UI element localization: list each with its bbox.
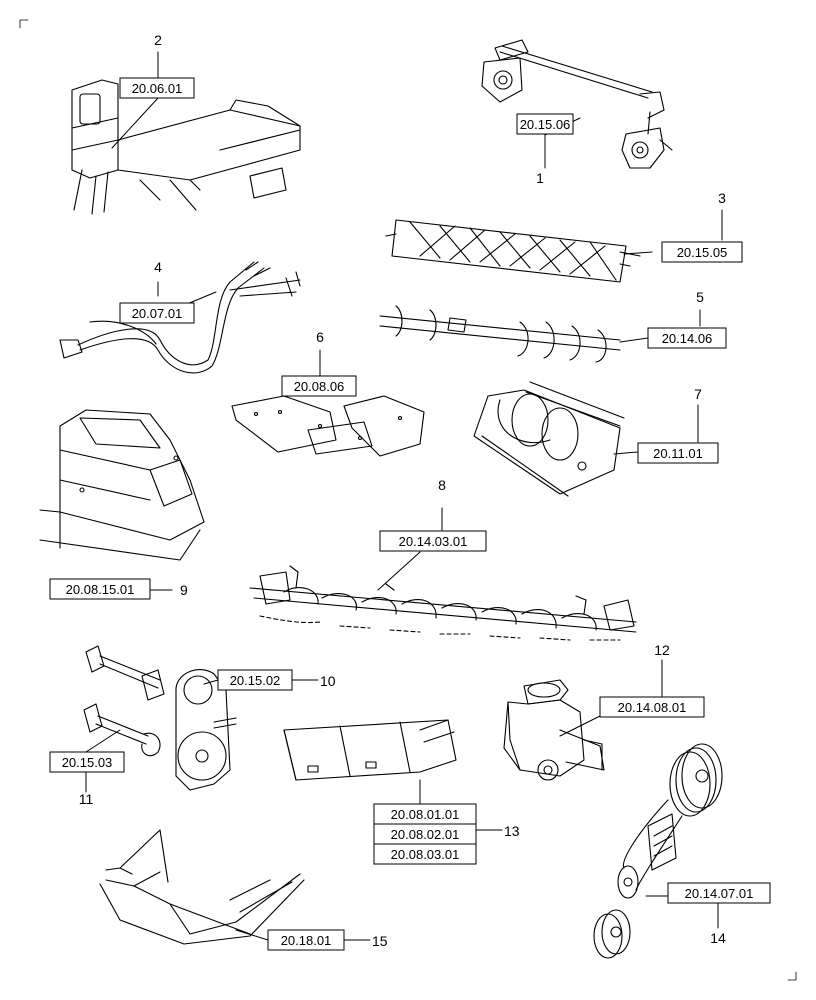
reference-box-20-15-06[interactable]: 20.15.06 xyxy=(516,113,574,135)
reference-box-20-11-01[interactable]: 20.11.01 xyxy=(637,442,719,464)
reference-label: 20.15.03 xyxy=(62,755,113,770)
part-13-shields-drawing xyxy=(283,719,457,781)
part-2-frame-bracket-drawing xyxy=(71,79,301,215)
callout-number-6: 6 xyxy=(316,329,324,345)
reference-label: 20.14.06 xyxy=(662,331,713,346)
leader-lines xyxy=(85,51,723,941)
reference-label: 20.18.01 xyxy=(281,933,332,948)
corner-mark-top-left xyxy=(19,19,29,29)
part-15-divider-drawing xyxy=(99,829,305,945)
reference-label: 20.08.06 xyxy=(294,379,345,394)
callout-number-12: 12 xyxy=(654,642,670,658)
part-1-linkage-drawing xyxy=(481,39,673,169)
part-3-roller-drawing xyxy=(385,219,641,283)
reference-label: 20.08.01.01 xyxy=(391,807,460,822)
reference-box-20-08-02-01[interactable]: 20.08.02.01 xyxy=(373,823,477,845)
corner-mark-bottom-right xyxy=(787,971,797,981)
part-7-conditioner-drawing xyxy=(473,381,625,497)
reference-label: 20.14.03.01 xyxy=(399,534,468,549)
reference-label: 20.11.01 xyxy=(653,446,703,461)
callout-number-11: 11 xyxy=(79,791,94,807)
reference-box-20-15-03[interactable]: 20.15.03 xyxy=(49,751,125,773)
reference-box-20-18-01[interactable]: 20.18.01 xyxy=(267,929,345,951)
part-10-11-driveshafts-gearbox-drawing xyxy=(83,645,237,791)
part-14-pulleys-belt-drawing xyxy=(593,743,723,959)
reference-label: 20.07.01 xyxy=(132,306,183,321)
callout-number-13: 13 xyxy=(504,823,520,839)
part-6-plates-drawing xyxy=(231,395,425,457)
reference-box-20-08-03-01[interactable]: 20.08.03.01 xyxy=(373,843,477,865)
callout-number-7: 7 xyxy=(694,386,702,402)
reference-label: 20.14.08.01 xyxy=(618,700,687,715)
callout-number-2: 2 xyxy=(154,32,162,48)
reference-label: 20.15.05 xyxy=(677,245,728,260)
callout-number-3: 3 xyxy=(718,190,726,206)
part-5-auger-drawing xyxy=(379,305,621,363)
part-12-gearbox-drawing xyxy=(503,679,605,781)
reference-label: 20.08.15.01 xyxy=(66,582,135,597)
reference-label: 20.08.02.01 xyxy=(391,827,460,842)
reference-box-20-06-01[interactable]: 20.06.01 xyxy=(119,77,195,99)
reference-box-20-14-06[interactable]: 20.14.06 xyxy=(647,327,727,349)
callout-number-1: 1 xyxy=(536,170,544,186)
callout-number-5: 5 xyxy=(696,289,704,305)
callout-number-14: 14 xyxy=(710,930,726,946)
reference-box-20-08-01-01[interactable]: 20.08.01.01 xyxy=(373,803,477,825)
reference-box-20-14-07-01[interactable]: 20.14.07.01 xyxy=(667,882,771,904)
callout-number-15: 15 xyxy=(372,933,388,949)
reference-box-20-14-03-01[interactable]: 20.14.03.01 xyxy=(379,530,487,552)
callout-number-10: 10 xyxy=(320,673,336,689)
reference-box-20-08-06[interactable]: 20.08.06 xyxy=(281,375,357,397)
part-9-header-section-drawing xyxy=(39,409,205,561)
callout-number-9: 9 xyxy=(180,582,188,598)
reference-box-20-14-08-01[interactable]: 20.14.08.01 xyxy=(599,696,705,718)
reference-label: 20.08.03.01 xyxy=(391,847,460,862)
reference-label: 20.06.01 xyxy=(132,81,183,96)
callout-number-4: 4 xyxy=(154,259,162,275)
callout-number-8: 8 xyxy=(438,477,446,493)
reference-box-20-15-02[interactable]: 20.15.02 xyxy=(217,669,293,691)
part-4-hydraulic-hoses-drawing xyxy=(59,261,301,374)
part-8-cutterbar-drawing xyxy=(249,565,637,641)
reference-label: 20.15.02 xyxy=(230,673,281,688)
reference-box-20-07-01[interactable]: 20.07.01 xyxy=(119,302,195,324)
reference-box-20-15-05[interactable]: 20.15.05 xyxy=(661,241,743,263)
reference-box-20-08-15-01[interactable]: 20.08.15.01 xyxy=(49,578,151,600)
reference-label: 20.15.06 xyxy=(520,117,571,132)
reference-label: 20.14.07.01 xyxy=(685,886,754,901)
